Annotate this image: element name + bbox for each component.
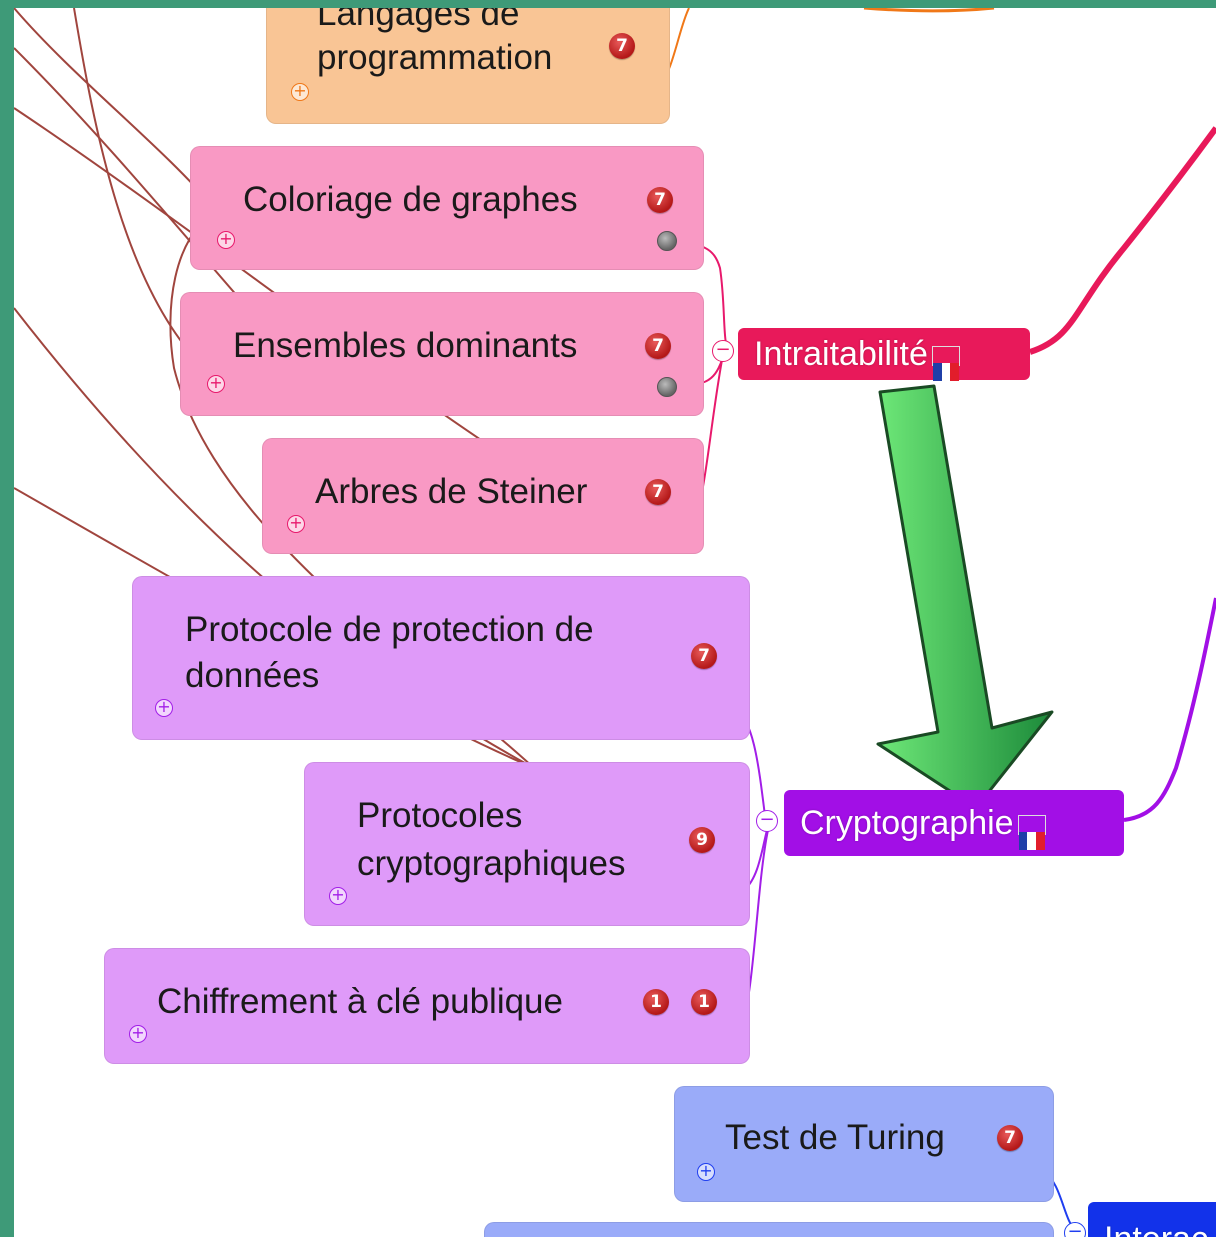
- node-label-line2: données: [185, 656, 320, 695]
- node-label: Chiffrement à clé publique: [157, 982, 563, 1021]
- expand-icon[interactable]: +: [155, 699, 173, 717]
- count-badge: 7: [691, 643, 717, 669]
- count-badge: 7: [997, 1125, 1023, 1151]
- node-label: Coloriage de graphes: [243, 180, 578, 219]
- node-label-line1: Protocoles: [357, 796, 523, 835]
- branch-line-cryptographie: [1123, 597, 1216, 822]
- branch-line-intraitabilite: [1029, 126, 1216, 355]
- flag-france-icon: [931, 346, 960, 382]
- collapse-icon-interaction[interactable]: −: [1064, 1222, 1086, 1237]
- expand-icon[interactable]: +: [129, 1025, 147, 1043]
- expand-icon[interactable]: +: [291, 83, 309, 101]
- flag-france-icon: [1017, 815, 1046, 851]
- collapse-icon-cryptographie[interactable]: −: [756, 810, 778, 832]
- expand-icon[interactable]: +: [329, 887, 347, 905]
- hyperlink-icon[interactable]: [657, 231, 677, 251]
- node-arbres-steiner[interactable]: Arbres de Steiner 7 +: [262, 438, 704, 554]
- green-arrow: [876, 384, 1054, 810]
- branch-line-orange-top: [863, 8, 995, 13]
- node-label-line1: Protocole de protection de: [185, 610, 594, 649]
- node-coloriage-graphes[interactable]: Coloriage de graphes 7 +: [190, 146, 704, 270]
- node-protocole-protection[interactable]: Protocole de protection de données 7 +: [132, 576, 750, 740]
- topic-cryptographie[interactable]: Cryptographie: [784, 790, 1124, 856]
- expand-icon[interactable]: +: [287, 515, 305, 533]
- node-chiffrement-cle-publique[interactable]: Chiffrement à clé publique 1 1 +: [104, 948, 750, 1064]
- count-badge: 9: [689, 827, 715, 853]
- node-partial-bottom[interactable]: [484, 1222, 1054, 1237]
- count-badge-2: 1: [691, 989, 717, 1015]
- topic-label: Interac: [1104, 1220, 1208, 1237]
- count-badge-1: 1: [643, 989, 669, 1015]
- expand-icon[interactable]: +: [207, 375, 225, 393]
- node-label-line2: programmation: [317, 38, 553, 77]
- topic-intraitabilite[interactable]: Intraitabilité: [738, 328, 1030, 382]
- node-label-line1: Langages de: [317, 8, 520, 33]
- node-label: Arbres de Steiner: [315, 472, 588, 511]
- node-label-line2: cryptographiques: [357, 844, 626, 883]
- node-label: Ensembles dominants: [233, 326, 578, 365]
- collapse-icon-intraitabilite[interactable]: −: [712, 340, 734, 362]
- count-badge: 7: [647, 187, 673, 213]
- crosslink-1: [14, 8, 216, 210]
- count-badge: 7: [645, 333, 671, 359]
- node-langages-programmation[interactable]: Langages de programmation 7 +: [266, 8, 670, 124]
- expand-icon[interactable]: +: [697, 1163, 715, 1181]
- count-badge: 7: [645, 479, 671, 505]
- node-protocoles-cryptographiques[interactable]: Protocoles cryptographiques 9 +: [304, 762, 750, 926]
- node-label: Test de Turing: [725, 1118, 945, 1157]
- count-badge: 7: [609, 33, 635, 59]
- topic-label: Intraitabilité: [754, 335, 928, 373]
- hyperlink-icon[interactable]: [657, 377, 677, 397]
- node-test-turing[interactable]: Test de Turing 7 +: [674, 1086, 1054, 1202]
- topic-label: Cryptographie: [800, 804, 1014, 842]
- expand-icon[interactable]: +: [217, 231, 235, 249]
- topic-interaction[interactable]: Interac: [1088, 1202, 1216, 1237]
- mindmap-canvas[interactable]: Langages de programmation 7 + Coloriage …: [14, 8, 1216, 1237]
- node-ensembles-dominants[interactable]: Ensembles dominants 7 +: [180, 292, 704, 416]
